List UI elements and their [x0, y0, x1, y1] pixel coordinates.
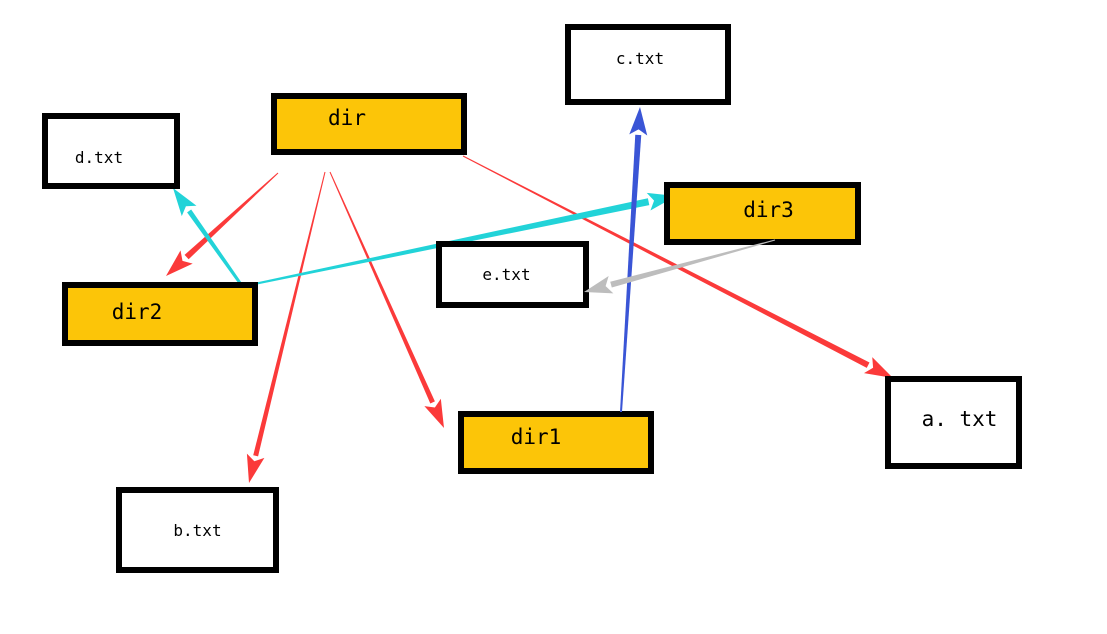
edge-dir2-d — [173, 188, 242, 284]
edge-dir-a-arrowhead — [863, 357, 893, 378]
edge-dir-dir1-shaft — [329, 171, 435, 404]
node-a-txt-label: a. txt — [921, 406, 998, 431]
edge-dir-dir1 — [329, 171, 444, 428]
edge-dir2-d-arrowhead — [173, 188, 197, 217]
node-c-txt[interactable]: c.txt — [565, 24, 731, 105]
edge-dir2-d-shaft — [187, 209, 242, 284]
node-b-txt-label: b.txt — [173, 520, 222, 540]
node-dir2[interactable]: dir2 — [62, 282, 258, 346]
edge-dir-b — [246, 171, 326, 483]
node-dir2-label: dir2 — [111, 300, 163, 324]
edge-dir-dir2-shaft — [184, 172, 279, 260]
edge-dir-dir2-arrowhead — [166, 250, 193, 276]
node-dir[interactable]: dir — [271, 93, 467, 155]
node-b-txt[interactable]: b.txt — [116, 487, 279, 573]
node-dir-label: dir — [328, 106, 366, 130]
node-dir3[interactable]: dir3 — [664, 182, 861, 245]
node-c-txt-label: c.txt — [615, 49, 665, 68]
edge-dir-b-shaft — [253, 171, 326, 457]
edge-dir-b-arrowhead — [246, 453, 265, 483]
node-dir3-label: dir3 — [743, 197, 794, 222]
node-d-txt[interactable]: d.txt — [42, 113, 180, 189]
edge-dir-dir1-arrowhead — [424, 398, 444, 428]
node-a-txt[interactable]: a. txt — [885, 376, 1022, 469]
node-d-txt-label: d.txt — [74, 147, 124, 167]
node-e-txt-label: e.txt — [482, 265, 531, 284]
node-e-txt[interactable]: e.txt — [436, 241, 589, 308]
node-dir1[interactable]: dir1 — [458, 411, 654, 474]
node-dir1-label: dir1 — [510, 424, 562, 449]
